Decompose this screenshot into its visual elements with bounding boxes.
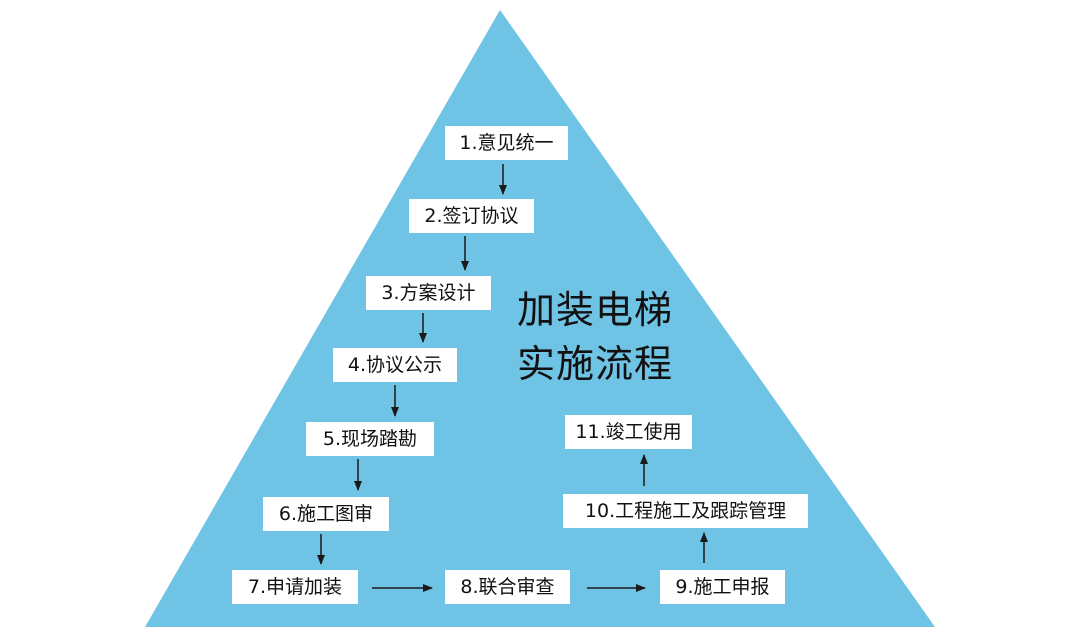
step-9-construction-declaration: 9.施工申报 xyxy=(660,570,785,604)
step-7-apply-installation: 7.申请加装 xyxy=(232,570,358,604)
step-3-scheme-design: 3.方案设计 xyxy=(366,276,491,310)
step-1-opinion-unified: 1.意见统一 xyxy=(445,126,568,160)
step-4-agreement-publicity: 4.协议公示 xyxy=(333,348,457,382)
step-10-construction-and-tracking: 10.工程施工及跟踪管理 xyxy=(563,494,808,528)
step-2-sign-agreement: 2.签订协议 xyxy=(409,199,534,233)
step-6-construction-drawing-review: 6.施工图审 xyxy=(263,497,389,531)
step-5-site-survey: 5.现场踏勘 xyxy=(306,422,434,456)
step-11-completion-use: 11.竣工使用 xyxy=(565,415,692,449)
diagram-title-line-1: 加装电梯 xyxy=(517,288,674,332)
step-8-joint-review: 8.联合审查 xyxy=(445,570,570,604)
diagram-title-line-2: 实施流程 xyxy=(517,342,674,386)
